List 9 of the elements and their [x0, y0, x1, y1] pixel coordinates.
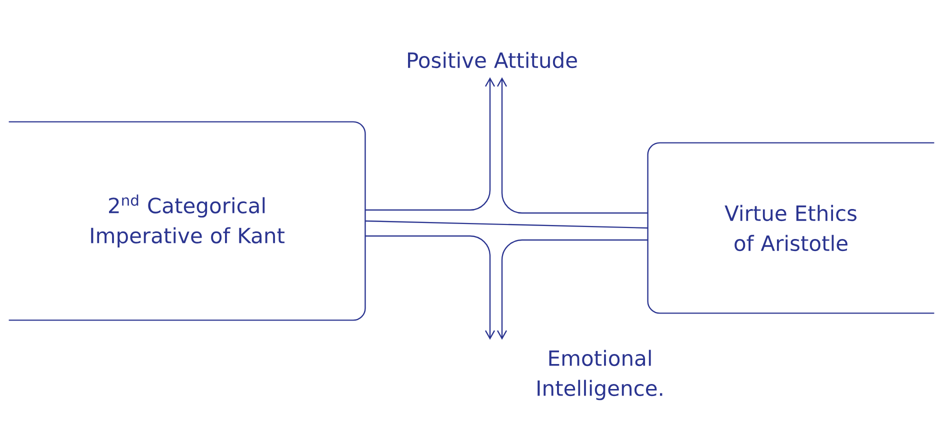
text-box: 2$^{nd}$ Categorical Imperative of Kant	[8, 121, 366, 321]
arrow	[496, 239, 648, 340]
arrow	[365, 77, 496, 211]
outcome-label: Emotional Intelligence.	[538, 350, 662, 400]
connector-line	[365, 220, 648, 229]
arrow	[365, 235, 496, 340]
outcome-label: Positive Attitude	[408, 52, 577, 68]
text-box: Virtue Ethics of Aristotle	[647, 142, 934, 314]
arrow	[496, 77, 648, 214]
